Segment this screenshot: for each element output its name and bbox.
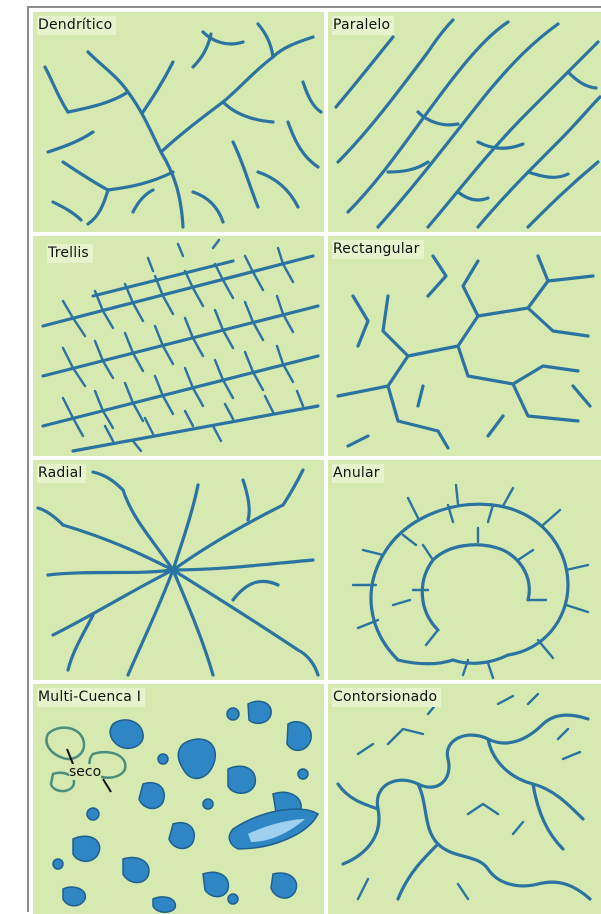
panel-anular: Anular bbox=[328, 460, 601, 680]
annular-network bbox=[328, 460, 601, 680]
drainage-patterns-grid: Dendrítico Paralelo bbox=[27, 6, 601, 912]
label-paralelo: Paralelo bbox=[332, 16, 394, 35]
multi-basin-lakes bbox=[33, 684, 324, 914]
label-radial: Radial bbox=[37, 464, 86, 483]
label-dendritico: Dendrítico bbox=[37, 16, 116, 35]
panel-radial: Radial bbox=[33, 460, 324, 680]
contorted-network bbox=[328, 684, 601, 914]
label-rectangular: Rectangular bbox=[332, 240, 424, 259]
panel-paralelo: Paralelo bbox=[328, 12, 601, 232]
label-contorsionado: Contorsionado bbox=[332, 688, 441, 707]
label-seco: seco bbox=[69, 764, 101, 780]
panel-trellis: Trellis bbox=[33, 236, 324, 456]
label-multi-cuenca: Multi-Cuenca I bbox=[37, 688, 145, 707]
parallel-network bbox=[328, 12, 601, 232]
panel-multi-cuenca: Multi-Cuenca I seco bbox=[33, 684, 324, 914]
radial-network bbox=[33, 460, 324, 680]
panel-contorsionado: Contorsionado bbox=[328, 684, 601, 914]
label-anular: Anular bbox=[332, 464, 384, 483]
panel-dendritico: Dendrítico bbox=[33, 12, 324, 232]
panel-rectangular: Rectangular bbox=[328, 236, 601, 456]
label-trellis: Trellis bbox=[47, 244, 93, 263]
rectangular-network bbox=[328, 236, 601, 456]
trellis-network bbox=[33, 236, 324, 456]
dendritic-network bbox=[33, 12, 324, 232]
